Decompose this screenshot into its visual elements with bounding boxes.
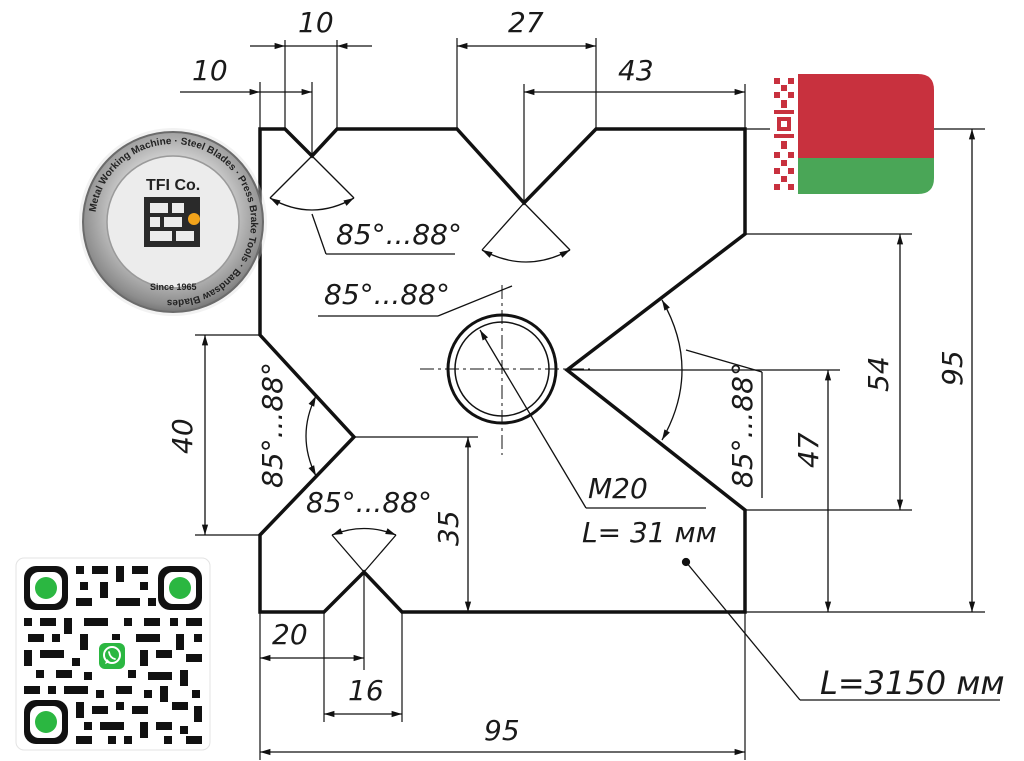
- dim-top-10-outer: 10: [298, 6, 334, 39]
- logo-brick-mark: [144, 197, 200, 247]
- belarus-flag: [770, 74, 934, 194]
- angle-arcs: [269, 155, 1000, 701]
- total-length-label: L=3150 мм: [820, 664, 1005, 702]
- qr-finder-top-left: [24, 566, 68, 610]
- qr-finder-bottom-left: [24, 700, 68, 744]
- company-logo: Metal Working Machine · Steel Blades · P…: [79, 128, 267, 316]
- dim-top-43: 43: [618, 54, 654, 87]
- angle-label-bottom: 85°...88°: [306, 486, 432, 519]
- angle-label-right: 85°...88°: [726, 362, 759, 488]
- flag-ornament: [774, 78, 794, 190]
- die-profile-outline: [258, 127, 747, 614]
- angle-label-top-center: 85°...88°: [324, 278, 450, 311]
- dim-right-47: 47: [792, 432, 825, 468]
- angle-label-left: 85°...88°: [256, 362, 289, 488]
- dim-bottom-20: 20: [272, 618, 308, 651]
- dim-left-40: 40: [166, 418, 199, 454]
- hole-thread-label: M20: [588, 472, 648, 505]
- center-hole: [420, 285, 590, 455]
- dim-top-10-inner: 10: [192, 54, 228, 87]
- dim-center-35: 35: [432, 510, 465, 546]
- qr-finder-top-right: [158, 566, 202, 610]
- dim-right-54: 54: [862, 356, 895, 392]
- hole-length-label: L= 31 мм: [582, 516, 717, 549]
- dim-bottom-16: 16: [348, 674, 384, 707]
- dim-bottom-95: 95: [484, 714, 520, 747]
- dim-top-27: 27: [508, 6, 544, 39]
- logo-company-name: TFI Co.: [146, 177, 200, 194]
- dimension-lines: [180, 42, 976, 756]
- angle-label-top-left: 85°...88°: [336, 218, 462, 251]
- logo-since: Since 1965: [150, 282, 197, 292]
- dim-right-95: 95: [936, 350, 969, 386]
- qr-modules: [24, 566, 202, 744]
- qr-code[interactable]: [15, 557, 211, 751]
- whatsapp-icon: [96, 640, 128, 672]
